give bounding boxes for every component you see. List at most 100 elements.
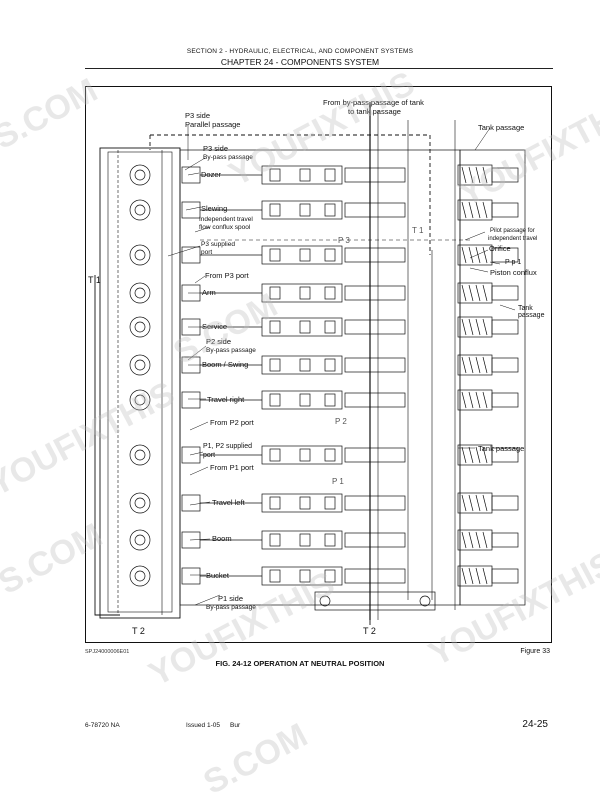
spool-spring-cap (491, 532, 519, 548)
port-circle (129, 389, 151, 411)
port-inner-circle (134, 534, 146, 546)
spring-coil (482, 166, 488, 184)
spring-coil (461, 356, 467, 374)
spool-land (324, 168, 336, 182)
spring-coil (468, 166, 474, 184)
port-inner-circle (134, 570, 146, 582)
spring-coil (461, 567, 467, 585)
spring-coil (482, 356, 488, 374)
label-t2-left: T 2 (132, 626, 145, 636)
port-circle (129, 444, 151, 466)
label-bucket: Bucket (206, 571, 230, 580)
spring-coil (482, 567, 488, 585)
port-circle (129, 316, 151, 338)
port-circle (129, 282, 151, 304)
spring-coil (468, 246, 474, 264)
spring-coil (475, 318, 481, 336)
spool-land (299, 393, 311, 407)
label-parallel-passage: Parallel passage (185, 120, 240, 129)
port-inner-circle (134, 169, 146, 181)
issue-date: Issued 1-05 (186, 722, 220, 729)
spring-coil (461, 531, 467, 549)
label-tank-passage-top: Tank passage (478, 123, 524, 132)
left-housing (99, 147, 181, 619)
spring-coil (461, 494, 467, 512)
spool-passage (344, 447, 406, 463)
spool-left-stub (181, 567, 201, 585)
right-endcaps (459, 149, 526, 606)
label-p1p2-supplied-1: P1, P2 supplied (203, 443, 252, 450)
spring-coil (468, 494, 474, 512)
spool-left-stub (181, 166, 201, 184)
spring-coil (468, 567, 474, 585)
spring-coil (482, 284, 488, 302)
spool-land (269, 203, 281, 217)
spring-coil (461, 201, 467, 219)
image-code: SPJ24000006E01 (85, 649, 130, 655)
spool-spring-cap (491, 247, 519, 263)
spool-land (269, 393, 281, 407)
spool-passage (344, 568, 406, 584)
port-inner-circle (134, 497, 146, 509)
spring-coil (468, 284, 474, 302)
label-pp1: P p 1 (505, 259, 521, 266)
label-service: Service (202, 322, 227, 331)
port-inner-circle (134, 249, 146, 261)
label-dozer: Dozer (201, 170, 222, 179)
spool-land (299, 286, 311, 300)
label-tank-right-1: Tank (518, 305, 533, 312)
label-t2-bottom: T 2 (363, 626, 376, 636)
spring-coil (475, 494, 481, 512)
label-boom: Boom (212, 534, 232, 543)
spool-passage (344, 319, 406, 335)
spool-spring-cap (491, 495, 519, 511)
label-arm: Arm (202, 288, 216, 297)
spool-land (299, 533, 311, 547)
spool-passage (344, 247, 406, 263)
spool-passage (344, 202, 406, 218)
port-inner-circle (134, 394, 146, 406)
spool-land (269, 286, 281, 300)
spool-spring-cap (491, 202, 519, 218)
spool-passage (344, 167, 406, 183)
spool-land (299, 168, 311, 182)
spool-spring-cap (491, 285, 519, 301)
spool-land (324, 496, 336, 510)
spool-land (324, 393, 336, 407)
spring-coil (475, 391, 481, 409)
spring-coil (475, 531, 481, 549)
spool-spring-cap (491, 319, 519, 335)
port-circle (129, 244, 151, 266)
spool-land (324, 358, 336, 372)
spool-land (324, 533, 336, 547)
section-header: SECTION 2 - HYDRAULIC, ELECTRICAL, AND C… (186, 48, 414, 55)
spring-coil (468, 391, 474, 409)
spool-passage (344, 495, 406, 511)
label-orifice: Orifice (489, 244, 511, 253)
spring-coil (475, 166, 481, 184)
spring-coil (475, 201, 481, 219)
page-number: 24-25 (522, 719, 548, 730)
label-indep-travel-2: flow conflux spool (199, 224, 251, 231)
spool-land (324, 248, 336, 262)
spool-land (269, 358, 281, 372)
spring-coil (482, 391, 488, 409)
label-from-p2-port: From P2 port (210, 418, 255, 427)
chapter-header: CHAPTER 24 - COMPONENTS SYSTEM (220, 57, 380, 67)
label-p1-side: P1 side (218, 594, 243, 603)
spring-coil (468, 531, 474, 549)
label-p1-mark: P 1 (332, 477, 344, 486)
port-inner-circle (134, 359, 146, 371)
spring-coil (468, 201, 474, 219)
spring-coil (482, 201, 488, 219)
spool-land (324, 320, 336, 334)
spring-coil (482, 446, 488, 464)
spool-land (269, 320, 281, 334)
spring-coil (461, 284, 467, 302)
language-code: Bur (230, 722, 241, 729)
label-bypass-passage-p2: By-pass passage (206, 347, 256, 354)
spool-land (324, 203, 336, 217)
label-p2-mark: P 2 (335, 417, 347, 426)
spool-land (269, 569, 281, 583)
hydraulic-valve-diagram: P3 side Parallel passage P3 side By-pass… (88, 98, 545, 636)
